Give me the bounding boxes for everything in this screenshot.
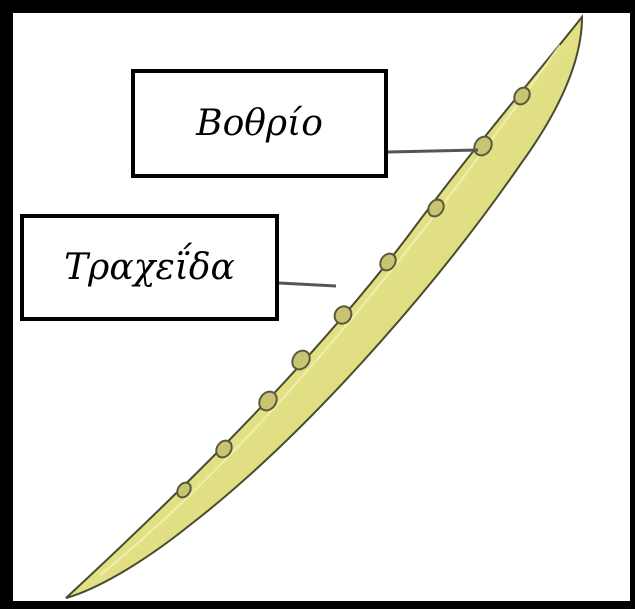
pit-mark (258, 390, 278, 412)
pit-label: Βοθρίο (131, 69, 388, 178)
tracheid-leader-line (278, 281, 337, 288)
pit-mark (427, 198, 445, 218)
pit-mark (473, 135, 493, 157)
pit-mark (379, 252, 397, 272)
pit-mark (176, 481, 192, 499)
pit-mark (333, 305, 353, 325)
pit-leader-line (387, 148, 479, 154)
pit-mark (215, 439, 233, 459)
pit-mark (291, 349, 311, 371)
pit-markings (176, 86, 531, 499)
tracheid-label: Τραχεΐδα (20, 214, 279, 321)
pit-mark (513, 86, 531, 106)
